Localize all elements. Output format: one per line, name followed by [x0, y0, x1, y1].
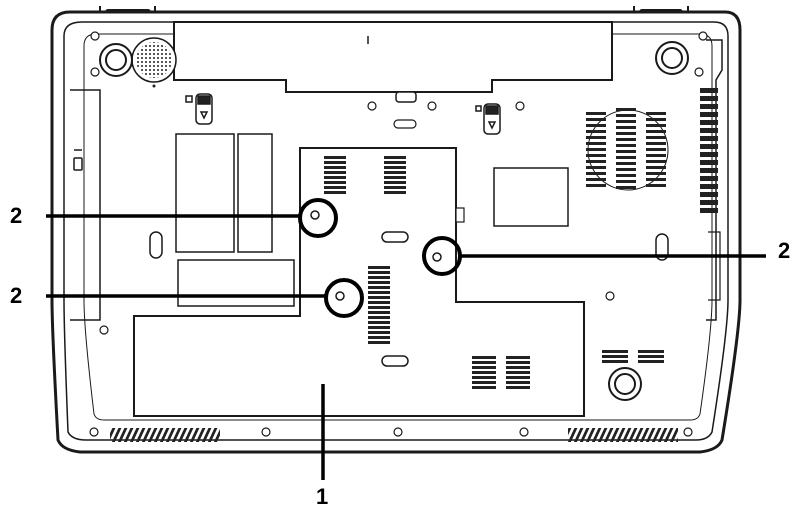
- battery-lock-switches: [185, 93, 501, 135]
- left-side-edge: [70, 89, 101, 321]
- screw-right: [432, 252, 442, 262]
- right-side-ports: [700, 39, 723, 321]
- fan-vent: [586, 108, 669, 191]
- callout-screw-lower-left: 2: [10, 283, 23, 308]
- speaker-grille: [131, 37, 177, 88]
- chassis-screws: [89, 31, 708, 437]
- screw-upper-left: [310, 210, 320, 220]
- callout-cover-panel: 1: [316, 484, 329, 509]
- cover-screw-highlights: [298, 198, 462, 318]
- label-area: [493, 167, 669, 261]
- screw-lower-left-ring: [324, 278, 364, 318]
- screw-upper-left-ring: [298, 198, 338, 238]
- callout-screw-right: 2: [778, 238, 791, 263]
- bottom-vents: [110, 428, 678, 442]
- screw-lower-left: [335, 291, 345, 301]
- battery-pack: [173, 21, 613, 103]
- callout-screw-upper-left: 2: [10, 203, 23, 228]
- vent-slots: [324, 156, 664, 389]
- access-cover-panel: [133, 147, 585, 417]
- leader-lines: [46, 214, 766, 480]
- left-compartments: [149, 133, 295, 307]
